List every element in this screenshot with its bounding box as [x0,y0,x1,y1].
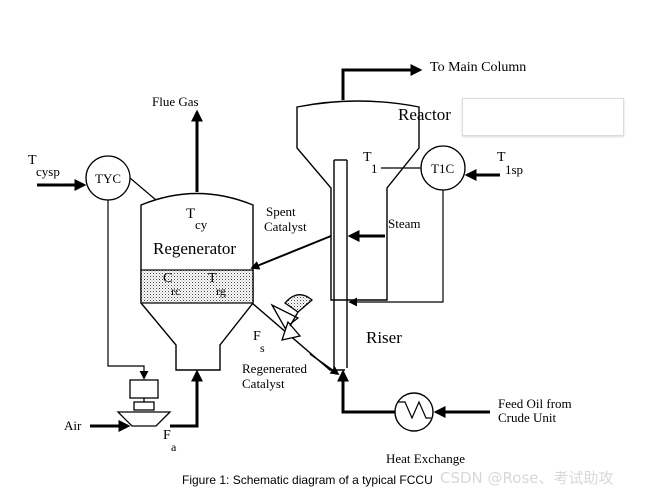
feed-oil-label-2: Crude Unit [498,410,557,425]
tyc-label: TYC [95,171,121,186]
regenerated-catalyst-arrow [309,353,340,376]
t1-subscript: 1 [371,161,378,176]
regenerated-catalyst-label-1: Regenerated [242,361,307,376]
tcy-subscript: cy [195,217,208,232]
t1-label: T [363,150,372,165]
flue-gas-label: Flue Gas [152,94,199,109]
riser-pipe [333,159,348,368]
air-label: Air [64,418,82,433]
steam-label: Steam [388,216,421,231]
to-main-column-line [341,64,423,100]
crc-subscript: rc [171,284,180,298]
regenerator-vessel [140,192,254,371]
fa-label: F [163,428,171,443]
heat-exchange-label: Heat Exchange [386,451,465,466]
riser-label: Riser [366,328,402,347]
t1sp-subscript: 1sp [505,162,523,177]
figure-caption-number: Figure 1: [182,473,229,487]
spent-catalyst-line [250,235,332,270]
tyc-output-line [107,200,149,380]
regenerated-catalyst-valve [270,294,313,341]
heat-exchanger-coil [398,400,431,420]
tcy-label: T [186,206,195,222]
figure-caption-text: Schematic diagram of a typical FCCU [229,473,432,487]
feed-oil-label-1: Feed Oil from [498,396,572,411]
t1sp-label: T [497,150,506,165]
fa-subscript: a [171,440,177,454]
fs-subscript: s [260,341,265,355]
feed-to-riser-line [337,369,395,414]
trg-subscript: rg [216,284,226,298]
figure-caption: Figure 1: Schematic diagram of a typical… [182,473,433,487]
trg-label: T [208,271,217,286]
tic-output-line [348,190,444,307]
air-to-regenerator-line [170,369,203,428]
regenerator-label: Regenerator [153,239,236,258]
regenerated-catalyst-label-2: Catalyst [242,376,285,391]
csdn-watermark: CSDN @Rose、考试助攻 [440,469,614,487]
reactor-label: Reactor [398,105,451,124]
t-cysp-label: T [28,153,37,168]
spent-catalyst-label-2: Catalyst [264,219,307,234]
blank-overlay-box [462,98,624,136]
air-control-valve [116,379,172,427]
regenerator-catalyst-bed [140,269,254,304]
tic-label: T1C [431,161,454,176]
tyc-measurement-line [129,177,157,201]
to-main-column-label: To Main Column [430,60,526,75]
fs-label: F [253,329,261,344]
spent-catalyst-label-1: Spent [266,204,296,219]
crc-label: C [163,271,172,286]
reactor-vessel [296,100,420,301]
t-cysp-subscript: cysp [36,164,60,179]
